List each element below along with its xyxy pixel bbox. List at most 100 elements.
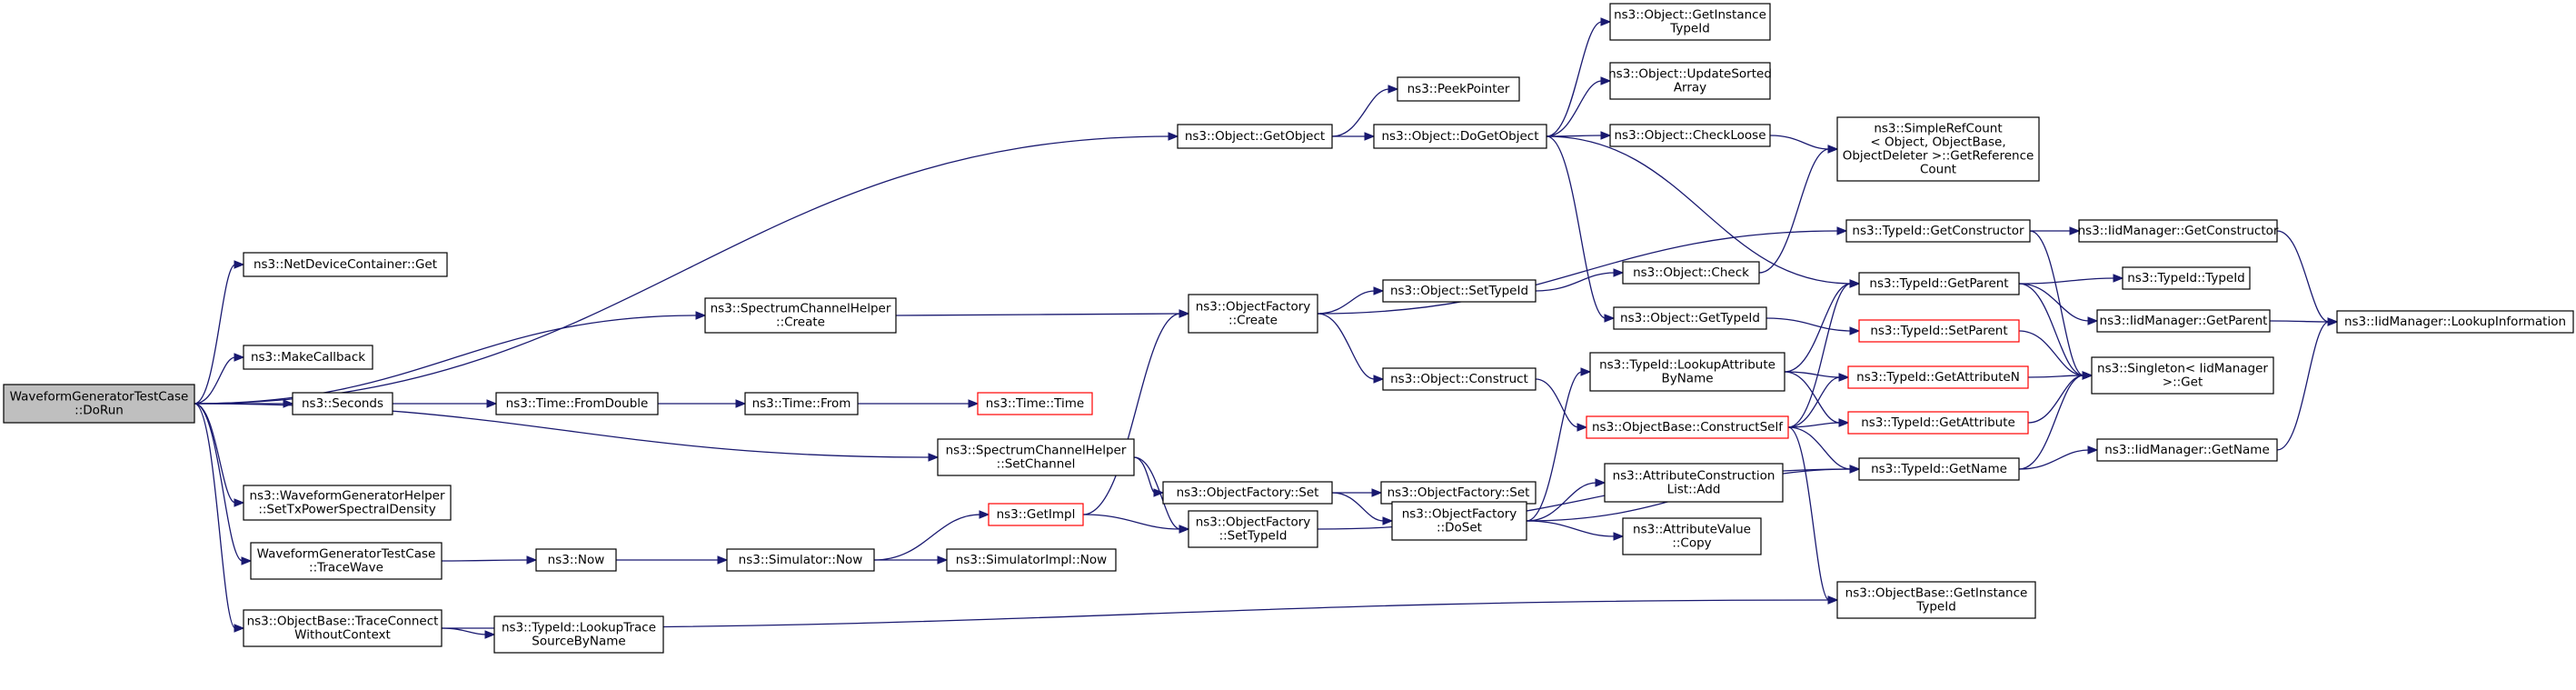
node-obj_gettypeid[interactable]: ns3::Object::GetTypeId [1613, 306, 1767, 330]
node-iid_getname[interactable]: ns3::IidManager::GetName [2096, 438, 2278, 462]
node-box [2078, 219, 2278, 243]
node-sch_create[interactable]: ns3::SpectrumChannelHelper::Create [704, 297, 897, 334]
node-label-line: ns3::TypeId::GetName [1871, 462, 2007, 476]
node-label-line: ns3::Object::DoGetObject [1381, 129, 1538, 144]
node-box [1373, 124, 1547, 149]
node-label-line: ns3::TypeId::GetConstructor [1852, 224, 2024, 238]
node-singleton_get[interactable]: ns3::Singleton< IidManager>::Get [2091, 356, 2274, 395]
edge-ob_constructself-to-ob_getinstancetypeid [1787, 426, 1830, 601]
node-sim_now[interactable]: ns3::Simulator::Now [726, 548, 875, 572]
node-root[interactable]: WaveformGeneratorTestCase::DoRun [3, 384, 195, 424]
node-label-line: ns3::SpectrumChannelHelper [711, 302, 891, 316]
node-simimpl_now[interactable]: ns3::SimulatorImpl::Now [946, 548, 1117, 572]
edge-arrowhead [979, 510, 990, 519]
node-label-line: ns3::Seconds [302, 396, 383, 411]
node-simplerefcount[interactable]: ns3::SimpleRefCount< Object, ObjectBase,… [1836, 116, 2040, 182]
node-wgtc_tracewave[interactable]: WaveformGeneratorTestCase::TraceWave [250, 542, 443, 580]
node-box [1858, 457, 2020, 481]
node-box [1836, 116, 2040, 182]
node-obj_getobject[interactable]: ns3::Object::GetObject [1177, 124, 1333, 149]
node-wgh_settx[interactable]: ns3::WaveformGeneratorHelper::SetTxPower… [243, 485, 452, 521]
edge-arrowhead [234, 353, 245, 362]
node-tid_getname[interactable]: ns3::TypeId::GetName [1858, 457, 2020, 481]
node-obj_check[interactable]: ns3::Object::Check [1622, 261, 1760, 285]
edge-root-to-ob_traceconnect [194, 403, 236, 629]
node-label-line: ns3::ObjectFactory [1402, 507, 1517, 522]
node-label-line: ns3::Singleton< IidManager [2097, 362, 2268, 376]
node-tid_typeid[interactable]: ns3::TypeId::TypeId [2122, 266, 2251, 290]
edge-arrowhead [1849, 279, 1861, 288]
node-box [243, 345, 373, 370]
node-peekpointer[interactable]: ns3::PeekPointer [1397, 76, 1520, 102]
node-of_create[interactable]: ns3::ObjectFactory::Create [1188, 294, 1318, 334]
edge-arrowhead [1604, 314, 1616, 323]
node-iid_getconstructor[interactable]: ns3::IidManager::GetConstructor [2078, 219, 2279, 243]
node-box [2336, 310, 2574, 334]
node-label-line: ::SetTxPowerSpectralDensity [258, 503, 435, 517]
node-label-line: ::TraceWave [309, 561, 383, 575]
node-box [243, 485, 452, 521]
node-box [535, 548, 617, 572]
node-label-line: SourceByName [532, 635, 625, 649]
node-obj_settypeid[interactable]: ns3::Object::SetTypeId [1382, 279, 1537, 303]
edge-arrowhead [937, 555, 949, 565]
edge-ob_constructself-to-tid_getname [1787, 426, 1852, 470]
node-time_time[interactable]: ns3::Time::Time [977, 392, 1093, 415]
node-makecallback[interactable]: ns3::MakeCallback [243, 345, 373, 370]
node-label-line: ns3::ObjectFactory::Set [1177, 485, 1319, 500]
node-getimpl[interactable]: ns3::GetImpl [988, 503, 1084, 526]
node-attrval_copy[interactable]: ns3::AttributeValue::Copy [1622, 517, 1762, 555]
edge-obj_getobject-to-peekpointer [1331, 88, 1390, 137]
node-tid_getparent[interactable]: ns3::TypeId::GetParent [1858, 272, 2020, 295]
node-tid_setparent[interactable]: ns3::TypeId::SetParent [1858, 319, 2020, 343]
node-iid_getparent[interactable]: ns3::IidManager::GetParent [2096, 309, 2271, 333]
node-seconds[interactable]: ns3::Seconds [292, 392, 393, 415]
node-now[interactable]: ns3::Now [535, 548, 617, 572]
node-ndc_get[interactable]: ns3::NetDeviceContainer::Get [243, 252, 448, 277]
node-time_from[interactable]: ns3::Time::From [744, 392, 859, 415]
node-tid_getattributen[interactable]: ns3::TypeId::GetAttributeN [1847, 365, 2029, 389]
node-label-line: ns3::IidManager::GetConstructor [2078, 224, 2279, 238]
node-ob_constructself[interactable]: ns3::ObjectBase::ConstructSelf [1586, 415, 1789, 439]
edge-arrowhead [968, 399, 980, 408]
node-label-line: ns3::NetDeviceContainer::Get [254, 257, 437, 272]
edge-of_create-to-obj_settypeid [1317, 290, 1376, 315]
node-ob_traceconnect[interactable]: ns3::ObjectBase::TraceConnectWithoutCont… [243, 609, 443, 647]
node-obj_construct[interactable]: ns3::Object::Construct [1382, 367, 1537, 391]
node-of_set2[interactable]: ns3::ObjectFactory::Set [1380, 481, 1537, 505]
node-label-line: ObjectDeleter >::GetReference [1843, 149, 2034, 164]
node-of_set1[interactable]: ns3::ObjectFactory::Set [1162, 481, 1333, 505]
node-box [1589, 352, 1785, 392]
node-tid_getattribute[interactable]: ns3::TypeId::GetAttribute [1847, 411, 2029, 435]
edge-root-to-obj_getobject [194, 135, 1170, 405]
node-label-line: >::Get [2163, 375, 2203, 390]
edge-obj_settypeid-to-obj_check [1535, 272, 1616, 292]
node-label-line: ns3::TypeId::GetAttribute [1861, 415, 2015, 430]
edge-obj_construct-to-ob_constructself [1535, 378, 1579, 428]
node-iid_lookupinfo[interactable]: ns3::IidManager::LookupInformation [2336, 310, 2574, 334]
node-time_fromdouble[interactable]: ns3::Time::FromDouble [495, 392, 659, 415]
edge-of_create-to-tid_getconstructor [1317, 230, 1839, 315]
edge-arrowhead [2327, 317, 2339, 326]
node-tid_getconstructor[interactable]: ns3::TypeId::GetConstructor [1845, 219, 2031, 243]
node-of_settypeid[interactable]: ns3::ObjectFactory::SetTypeId [1188, 510, 1318, 548]
node-box [988, 503, 1084, 526]
node-label-line: ns3::ObjectBase::ConstructSelf [1592, 420, 1784, 435]
edge-arrowhead [2113, 274, 2124, 283]
node-obj_dogetobject[interactable]: ns3::Object::DoGetObject [1373, 124, 1547, 149]
node-box [1845, 219, 2031, 243]
node-label-line: ns3::AttributeValue [1633, 523, 1751, 537]
node-of_doset[interactable]: ns3::ObjectFactory::DoSet [1391, 501, 1527, 541]
node-label-line: ns3::IidManager::LookupInformation [2344, 315, 2566, 329]
edge-arrowhead [735, 399, 747, 408]
call-graph-edges [194, 17, 2339, 639]
node-sch_setchannel[interactable]: ns3::SpectrumChannelHelper::SetChannel [937, 438, 1135, 476]
node-obj_checkloose[interactable]: ns3::Object::CheckLoose [1609, 124, 1771, 147]
edge-arrowhead [1600, 76, 1612, 85]
